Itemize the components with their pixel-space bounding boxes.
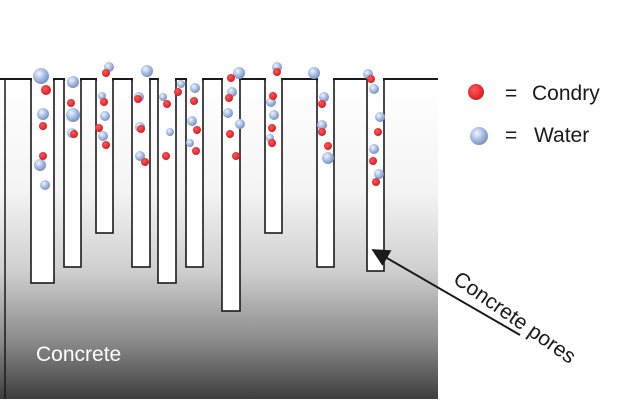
concrete-pore [185,79,204,268]
water-particle [66,108,80,122]
water-particle [319,92,329,102]
condry-particle [268,124,276,132]
water-particle [369,144,379,154]
water-particle [40,180,50,190]
condry-particle [227,74,235,82]
condry-particle [193,126,201,134]
legend-condry-equals: = [505,82,517,105]
condry-particle [39,122,47,130]
legend-water-label: Water [534,124,589,147]
pore-opening [368,78,383,82]
condry-particle [95,124,103,132]
water-particle [317,120,327,130]
water-particle [374,169,384,179]
water-particle [233,67,245,79]
concrete-pore [131,79,151,268]
condry-particle [190,97,198,105]
water-particle [100,111,110,121]
water-particle [186,139,194,147]
condry-particle [102,141,110,149]
water-particle [166,128,174,136]
water-particle [33,68,49,84]
concrete-pore [157,79,177,284]
condry-particle [102,69,110,77]
pore-opening [187,78,202,82]
legend-water-sphere [470,127,488,145]
pore-opening [97,78,112,82]
legend-water-equals: = [505,124,517,147]
condry-particle [268,139,276,147]
water-particle [190,83,200,93]
pore-opening [133,78,149,82]
water-particle [67,76,79,88]
water-particle [37,108,49,120]
condry-particle [41,85,51,95]
condry-particle [374,128,382,136]
condry-particle [324,142,332,150]
water-particle [135,151,145,161]
condry-particle [134,95,142,103]
water-particle [141,65,153,77]
condry-particle [318,100,326,108]
condry-particle [100,98,108,106]
condry-particle [174,88,182,96]
water-particle [308,67,320,79]
concrete-label: Concrete [36,343,121,366]
pore-callout-arrow [371,249,521,336]
legend-condry-dot [468,84,484,100]
condry-particle [226,130,234,138]
condry-particle [39,152,47,160]
condry-particle [273,68,281,76]
water-particle [322,152,334,164]
water-particle [34,159,46,171]
condry-particle [232,152,240,160]
water-particle [235,119,245,129]
concrete-pore [316,79,335,268]
condry-particle [137,125,145,133]
condry-particle [318,128,326,136]
pore-opening [318,78,333,82]
pore-opening [159,78,175,82]
particle-group [33,62,385,190]
water-particle [375,112,385,122]
legend: = Condry = Water [468,82,600,147]
legend-condry-label: Condry [532,82,600,105]
pore-opening [266,78,281,82]
condry-particle [372,178,380,186]
condry-particle [70,130,78,138]
water-particle [177,80,185,88]
condry-particle [367,75,375,83]
condry-particle [192,147,200,155]
condry-particle [225,94,233,102]
condry-particle [67,99,75,107]
condry-particle [269,92,277,100]
condry-particle [141,158,149,166]
condry-particle [369,157,377,165]
water-particle [98,131,108,141]
water-particle [223,108,233,118]
water-particle [187,116,197,126]
water-particle [159,93,167,101]
water-particle [269,110,279,120]
water-particle [369,84,379,94]
pore-callout-label: Concrete pores [449,267,580,368]
condry-particle [162,152,170,160]
condry-particle [163,100,171,108]
